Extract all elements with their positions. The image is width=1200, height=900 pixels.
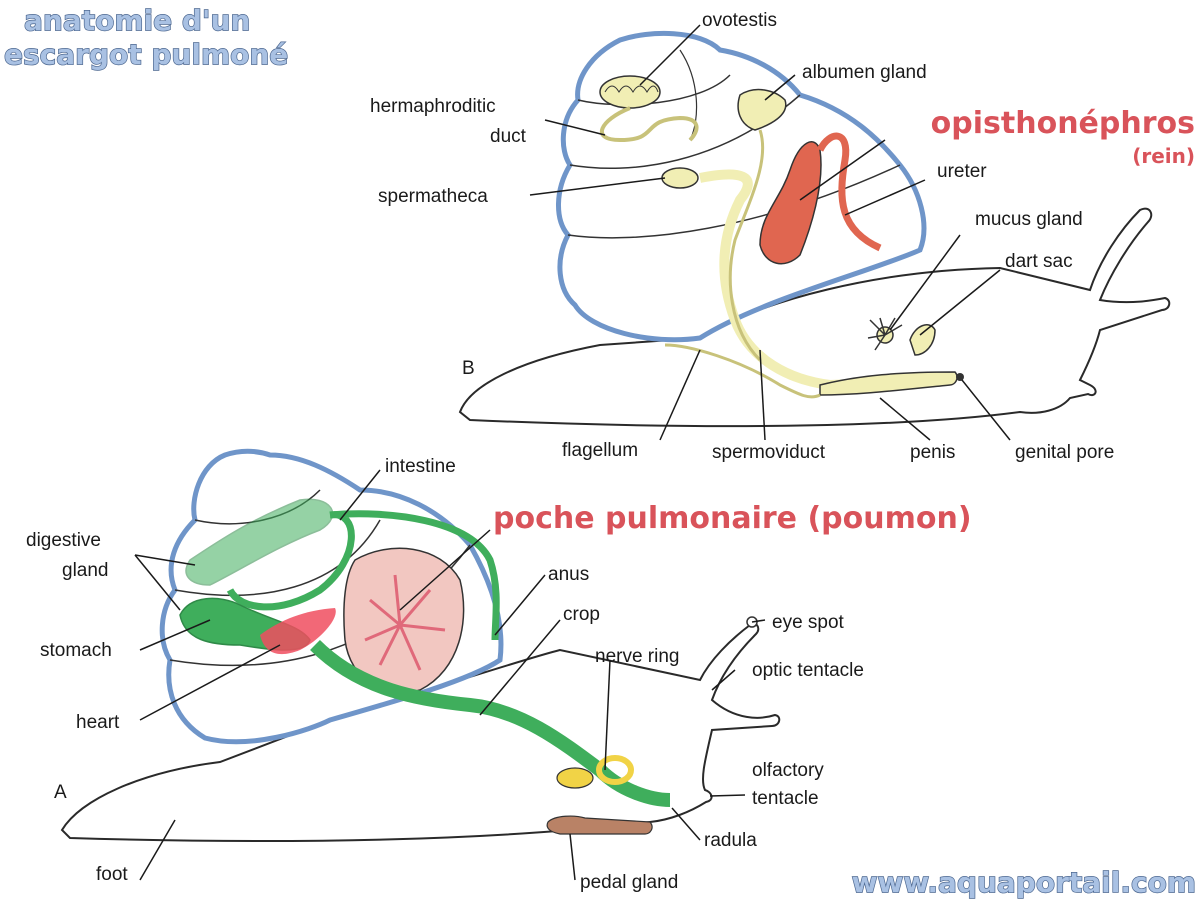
figure-b-leader-lines [529, 24, 1011, 441]
figure-b-penis [819, 371, 958, 396]
figure-b-mucus-gland [867, 317, 903, 351]
label-nerve-ring: nerve ring [595, 646, 680, 667]
figure-b-snail: B ovotestis albumen gland hermaphroditic… [370, 10, 1198, 463]
label-ovotestis: ovotestis [702, 10, 777, 31]
figure-b-ureter [816, 132, 882, 252]
figure-b-shell [556, 31, 927, 343]
label-pedal-gland: pedal gland [580, 872, 678, 893]
label-penis: penis [910, 442, 955, 463]
figure-b-hermaphroditic-duct [599, 106, 699, 143]
label-albumen-gland: albumen gland [802, 62, 927, 83]
label-flagellum: flagellum [562, 440, 638, 461]
label-spermatheca: spermatheca [378, 186, 488, 207]
label-eye-spot: eye spot [772, 612, 845, 633]
figure-a-digestive-gland [185, 498, 334, 586]
figure-b-shell-whorl-1 [577, 74, 731, 106]
label-anus: anus [548, 564, 589, 585]
label-ureter: ureter [937, 161, 987, 182]
watermark: www.aquaportail.com [852, 866, 1196, 899]
label-digestive-gland-line2: gland [62, 560, 109, 581]
label-crop: crop [563, 604, 600, 625]
label-olfactory-tentacle-line2: tentacle [752, 788, 819, 809]
label-intestine: intestine [385, 456, 456, 477]
figure-b-shell-whorl-3 [567, 164, 901, 239]
label-opisthonephros: opisthonéphros [931, 106, 1195, 141]
label-foot: foot [96, 864, 128, 885]
label-hermaphroditic-duct-line1: hermaphroditic [370, 96, 496, 117]
label-hermaphroditic-duct-line2: duct [490, 126, 527, 147]
figure-a-intestine [226, 510, 500, 641]
figure-b-spermoviduct [699, 169, 901, 391]
label-stomach: stomach [40, 640, 112, 661]
figure-b-albumen-gland [737, 88, 787, 131]
figure-b-dart-sac [909, 324, 936, 356]
label-olfactory-tentacle-line1: olfactory [752, 760, 824, 781]
label-radula: radula [704, 830, 757, 851]
label-mucus-gland: mucus gland [975, 209, 1083, 230]
label-figure-a-letter: A [54, 782, 67, 803]
label-spermoviduct: spermoviduct [712, 442, 826, 463]
label-figure-b-letter: B [462, 358, 475, 379]
figure-b-foot-outline [458, 207, 1171, 428]
figure-a-snail: A intestine poche pulmonaire (poumon) di… [26, 448, 974, 893]
figure-b-ovotestis [599, 75, 661, 109]
figure-a-nerve-ring [556, 755, 634, 789]
figure-a-shell-whorl-2 [174, 519, 381, 596]
figure-b-kidney [759, 141, 822, 265]
figure-b-flagellum [664, 343, 821, 399]
label-poche-pulmonaire: poche pulmonaire (poumon) [493, 501, 972, 536]
figure-b-spermoviduct-outline [728, 129, 765, 362]
figure-b-genital-pore [956, 373, 964, 381]
figure-a-crop [310, 639, 671, 807]
label-heart: heart [76, 712, 120, 733]
figure-a-lung-vessels [364, 574, 446, 671]
figure-a-pedal-gland [546, 815, 653, 835]
label-digestive-gland-line1: digestive [26, 530, 101, 551]
figure-b-spermatheca [661, 167, 699, 189]
figure-a-heart [260, 608, 336, 655]
label-optic-tentacle: optic tentacle [752, 660, 864, 681]
figure-a-leader-lines [134, 469, 766, 881]
title-line-1: anatomie d'un [24, 4, 250, 37]
figure-b-shell-whorl-4 [679, 49, 698, 141]
figure-b-ovotestis-lobes [604, 85, 659, 93]
label-dart-sac: dart sac [1005, 251, 1073, 272]
title-line-2: escargot pulmoné [4, 38, 288, 71]
label-rein: (rein) [1132, 144, 1195, 168]
label-genital-pore: genital pore [1015, 442, 1114, 463]
